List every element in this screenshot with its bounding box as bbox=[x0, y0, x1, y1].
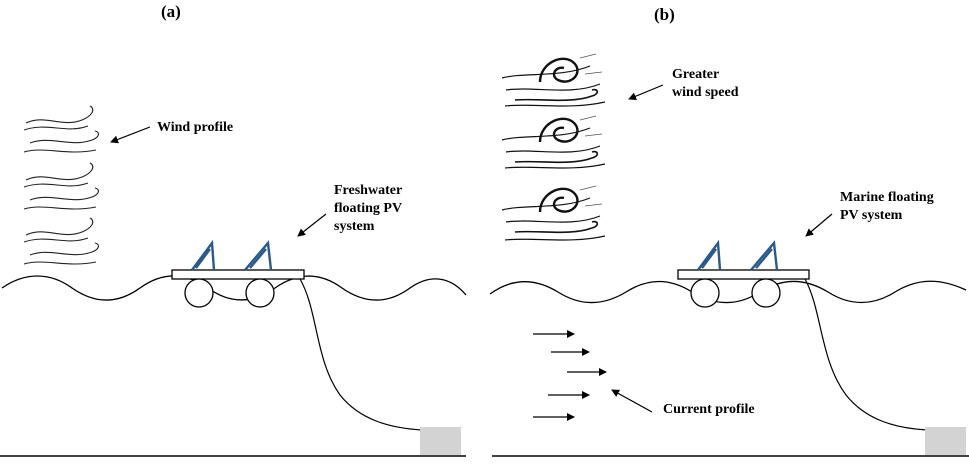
wind-swirl bbox=[23, 162, 99, 210]
freshwater-system-label-line-2: floating PV bbox=[334, 201, 403, 216]
current-profile-label: Current profile bbox=[663, 402, 755, 417]
float-drum bbox=[245, 278, 275, 308]
float-drum bbox=[751, 278, 781, 308]
wind-swirl bbox=[23, 105, 99, 153]
current-profile-arrows bbox=[533, 330, 607, 421]
wind-profile-label: Wind profile bbox=[157, 120, 234, 135]
freshwater-system-label-line-3: system bbox=[334, 219, 375, 234]
anchor-block-a bbox=[420, 427, 461, 455]
system-label-arrow-a bbox=[297, 213, 327, 237]
water-surface-a bbox=[1, 275, 467, 301]
mooring-line-b bbox=[804, 278, 928, 431]
wind-profile-a bbox=[23, 105, 99, 265]
freshwater-system-label-line-1: Freshwater bbox=[334, 183, 403, 198]
wind-swirl bbox=[501, 185, 606, 241]
floating-pv-platform-b bbox=[677, 239, 810, 308]
wind-label-arrow-b bbox=[628, 84, 664, 101]
system-label-arrow-b bbox=[805, 213, 833, 237]
marine-system-label-line-1: Marine floating bbox=[840, 190, 934, 205]
panel-b-letter: (b) bbox=[654, 5, 675, 24]
pv-panel-frame bbox=[697, 239, 722, 271]
marine-system-label-line-2: PV system bbox=[840, 208, 903, 223]
greater-wind-speed-label-line-2: wind speed bbox=[672, 85, 739, 100]
pv-panel-frame bbox=[244, 240, 273, 271]
float-drum bbox=[184, 278, 214, 308]
panel-a-letter: (a) bbox=[161, 2, 181, 21]
platform-deck bbox=[171, 269, 305, 280]
pv-panel-frame bbox=[191, 239, 216, 271]
greater-wind-speed-label-line-1: Greater bbox=[672, 67, 720, 82]
anchor-block-b bbox=[925, 427, 966, 455]
current-label-arrow bbox=[611, 389, 653, 413]
wind-swirl bbox=[501, 115, 606, 169]
greater-wind-profile-b bbox=[501, 53, 606, 241]
mooring-line-a bbox=[299, 278, 423, 431]
wind-label-arrow-a bbox=[110, 126, 151, 144]
platform-deck bbox=[677, 269, 810, 280]
panel-a bbox=[0, 105, 467, 457]
water-surface-b bbox=[489, 280, 967, 304]
panel-b bbox=[489, 53, 969, 457]
float-drum bbox=[690, 278, 720, 308]
wind-swirl bbox=[501, 53, 606, 107]
floating-pv-platform-a bbox=[171, 239, 305, 308]
pv-panel-frame bbox=[750, 240, 779, 271]
wind-swirl bbox=[23, 217, 99, 265]
